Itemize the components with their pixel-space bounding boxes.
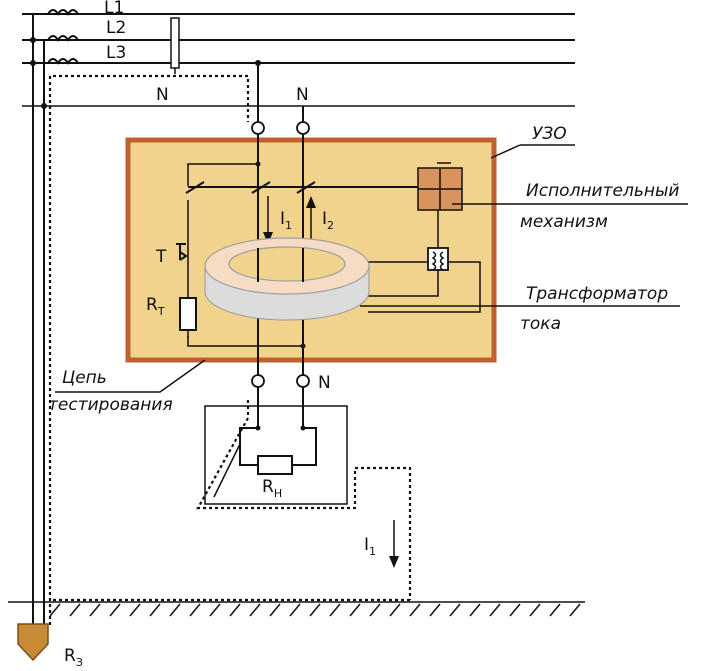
coil-l3 [47,58,79,65]
coil-l1 [47,9,79,16]
load-phase-wire [239,387,259,466]
terminal-top-phase [251,121,265,135]
label-rn: RН [262,477,282,500]
toroid-hole [228,246,346,282]
label-test-button: T [155,247,167,267]
terminal-bottom-phase [251,374,265,388]
contact-2 [251,181,271,194]
load-resistor [257,455,293,475]
leak-arrow-head [389,556,399,568]
actuator [417,162,463,211]
fault-link [213,443,241,498]
ground-electrode [17,623,49,662]
load-wiring [213,387,317,498]
label-l2: L2 [106,18,126,38]
trip-coil-winding [431,251,445,271]
current-transformer [204,237,370,321]
label-i1: I1 [280,209,292,232]
trip-coil [427,247,449,271]
arrow-i2-head [306,196,316,208]
label-actuator-1: Исполнительный [526,181,679,201]
supply-lines [22,9,575,109]
junction-dot [255,161,261,167]
current-arrow-i2 [306,196,316,244]
terminal-top-neutral [296,121,310,135]
test-loop-top [187,163,258,186]
contact-1 [185,181,205,194]
label-rt: RT [146,295,165,318]
junction-dot [300,343,306,349]
test-button-icon [176,243,188,261]
secondary-winding [368,261,481,313]
label-l3: L3 [106,43,126,63]
coil-return [368,270,439,297]
junction-dot [300,425,306,431]
leader-rcd [490,144,521,159]
label-i2: I2 [322,209,334,232]
junction-dot [255,425,261,431]
test-loop-bottom [187,336,303,347]
leader-test-circuit [55,359,206,393]
current-arrow-i1 [263,196,273,244]
ground-hatch [49,603,581,617]
arrow-i1-head [263,232,273,244]
main-breaker [170,17,180,69]
label-transformer-1: Трансформатор [526,284,668,304]
label-leak-current: I1 [364,535,376,558]
label-ground-resistance: RЗ [64,646,83,669]
leak-current-arrow [389,520,399,568]
fault-current-path-top [48,74,250,625]
label-n-top: N [296,85,309,105]
ground-surface [8,601,585,617]
test-resistor [179,297,197,331]
label-rcd: УЗО [532,124,567,144]
fault-current-path-bottom [196,400,412,600]
coil-l2 [47,35,79,42]
label-transformer-2: тока [520,314,561,334]
label-n-bottom: N [318,373,331,393]
contact-3 [296,181,316,194]
label-test-circuit-2: тестирования [48,395,173,415]
terminal-bottom-neutral [296,374,310,388]
label-l1: L1 [104,0,124,18]
label-actuator-2: механизм [520,212,608,232]
load-neutral-wire [292,387,317,466]
label-test-circuit-1: Цепь [62,368,107,388]
test-button [176,240,189,298]
trip-coil-box [427,247,449,271]
label-n-bus: N [156,85,169,105]
